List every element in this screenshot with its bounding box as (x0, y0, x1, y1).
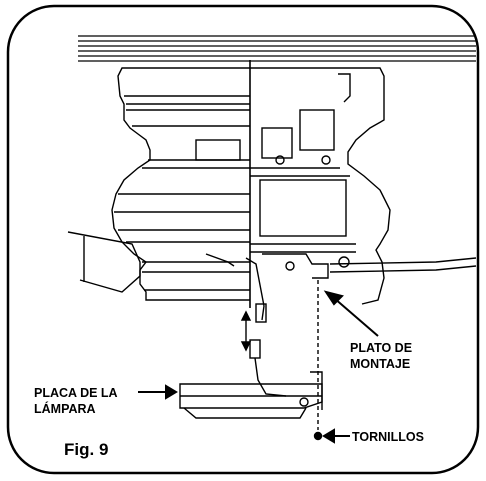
motor-housing-exterior (111, 67, 250, 301)
connect-arrow (240, 310, 252, 352)
label-screws: TORNILLOS (352, 430, 424, 444)
mounting-plate (262, 253, 477, 279)
motor-housing-cutaway (195, 67, 391, 305)
label-arrows (138, 290, 379, 444)
ceiling-lines (78, 35, 476, 62)
label-light-plate-line2: LÁMPARA (34, 401, 96, 416)
screw (313, 280, 323, 441)
light-plate (179, 371, 323, 419)
rounded-frame (6, 4, 480, 475)
label-light-plate-line1: PLACA DE LA (34, 386, 118, 400)
label-mounting-plate-line1: PLATO DE (350, 341, 412, 355)
figure-caption: Fig. 9 (64, 440, 108, 459)
label-mounting-plate-line2: MONTAJE (350, 357, 410, 371)
fan-blade (67, 231, 141, 293)
wire-connectors (205, 253, 287, 397)
